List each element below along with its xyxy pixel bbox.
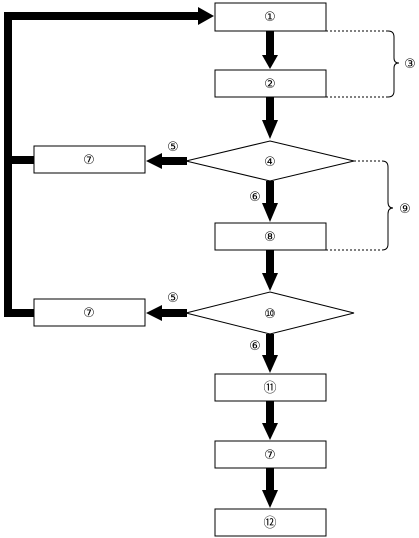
- brace-9-label: ⑨: [399, 202, 411, 217]
- arrow-11-to-7: [262, 401, 278, 440]
- box-1-label: ①: [264, 10, 276, 25]
- box-12: [214, 508, 327, 537]
- box-8-label: ⑧: [264, 230, 276, 245]
- arrow-7-to-12: [262, 468, 278, 508]
- box-7-c-label: ⑦: [264, 448, 276, 463]
- brace-9: [326, 160, 394, 251]
- arrow-2-to-4: [262, 97, 278, 139]
- box-11-label: ⑪: [263, 381, 276, 396]
- box-7-a: [33, 145, 146, 174]
- box-2-label: ②: [264, 77, 276, 92]
- box-7-b-label: ⑦: [83, 306, 95, 321]
- box-7-b: [33, 298, 146, 327]
- box-11: [214, 373, 327, 402]
- return-loop: [4, 7, 214, 317]
- yes-label-b: ⑥: [249, 339, 261, 354]
- box-1: [214, 2, 327, 32]
- decision-4-label: ④: [264, 155, 276, 170]
- arrow-1-to-2: [262, 31, 278, 69]
- box-12-label: ⑫: [263, 516, 276, 531]
- brace-3: [326, 30, 400, 98]
- arrow-10-to-11: [262, 334, 278, 373]
- box-7-a-label: ⑦: [83, 153, 95, 168]
- arrow-8-to-10: [262, 250, 278, 291]
- arrow-4-to-7a: [146, 153, 187, 169]
- brace-3-label: ③: [404, 57, 416, 72]
- arrow-4-to-8: [262, 181, 278, 222]
- arrow-10-to-7b: [146, 305, 187, 321]
- yes-label-a: ⑥: [249, 190, 261, 205]
- decision-10-label: ⑩: [264, 307, 276, 322]
- no-label-a: ⑤: [167, 140, 179, 155]
- no-label-b: ⑤: [167, 291, 179, 306]
- box-8: [214, 222, 327, 251]
- box-2: [214, 69, 327, 98]
